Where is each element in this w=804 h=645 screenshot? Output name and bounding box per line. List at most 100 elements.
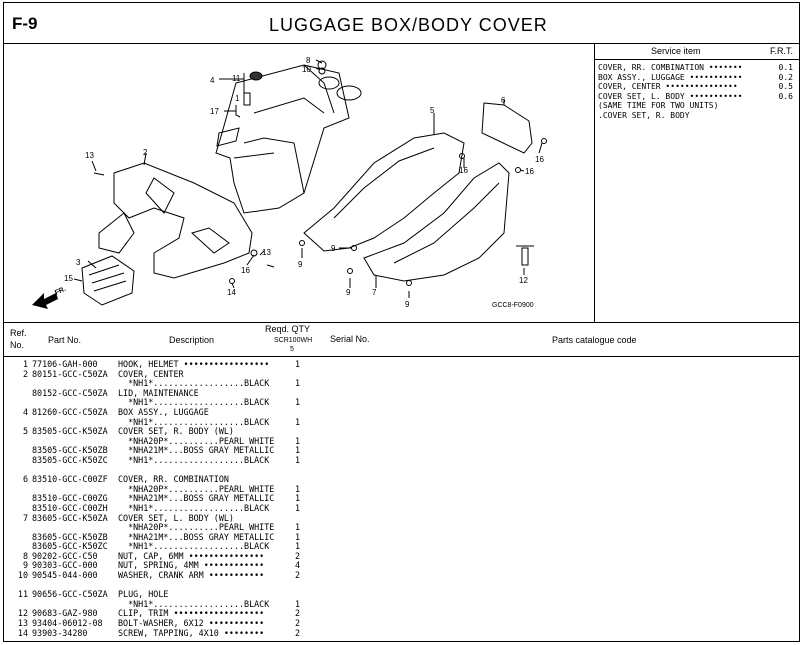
l-body-cover-part — [363, 162, 510, 282]
part-number: 80152-GCC-C50ZA — [32, 387, 108, 398]
part-description: *NH1*..................BLACK — [118, 454, 270, 465]
part-qty: 1 — [294, 416, 300, 427]
part-ref: 5 — [22, 426, 28, 437]
ref-heading: Ref. — [10, 328, 27, 338]
callout-9b: 9 — [331, 244, 336, 253]
trim-clip-part — [516, 245, 534, 266]
part-qty: 1 — [294, 522, 300, 533]
part-description: *NH1*..................BLACK — [118, 541, 270, 552]
service-header: Service item F.R.T. — [595, 43, 799, 60]
part-ref: 7 — [22, 512, 28, 523]
part-description: *NHA20P*..........PEARL WHITE — [118, 522, 275, 533]
part-number: 80151-GCC-C50ZA — [32, 368, 108, 379]
parts-sheet: F-9 LUGGAGE BOX/BODY COVER — [3, 2, 800, 642]
maintenance-lid-part — [81, 255, 135, 306]
callout-2: 2 — [143, 148, 148, 157]
service-row: BOX ASSY., LUGGAGE ••••••••••• 0.2 — [598, 73, 796, 83]
part-qty: 2 — [294, 627, 300, 638]
part-qty: 2 — [294, 570, 300, 581]
callout-9c: 9 — [346, 288, 351, 297]
part-description: *NH1*..................BLACK — [118, 378, 270, 389]
callout-14: 14 — [227, 288, 236, 297]
part-ref: 9 — [22, 560, 28, 571]
callout-1: 1 — [235, 94, 240, 103]
catalogue-heading: Parts catalogue code — [552, 335, 637, 345]
no-heading: No. — [10, 340, 25, 350]
callout-6: 6 — [501, 96, 506, 105]
part-number: 83505-GCC-K50ZB — [32, 445, 108, 456]
callout-16d: 16 — [459, 166, 468, 175]
service-row-text: COVER SET, L. BODY ••••••••••• — [598, 91, 743, 101]
service-item-box: Service item F.R.T. COVER, RR. COMBINATI… — [595, 43, 799, 323]
parts-table-header: Ref. No. Part No. Description Reqd. QTY … — [4, 322, 799, 357]
helmet-hook-part — [243, 92, 251, 106]
part-number: 83510-GCC-C00ZF — [32, 474, 108, 485]
callout-9d: 9 — [405, 300, 410, 309]
figure-id: F-9 — [12, 14, 38, 33]
part-description: BOX ASSY., LUGGAGE — [118, 406, 209, 417]
callout-15: 15 — [64, 274, 73, 283]
part-number: 93404-06012-08 — [32, 618, 103, 629]
service-row-frt: 0.1 — [778, 63, 793, 72]
front-arrow-label: FR. — [54, 286, 67, 297]
diagram-drawing: FR. 4 11 1 17 8 10 13 2 3 15 13 16 14 9 … — [32, 56, 547, 309]
part-description: COVER SET, L. BODY (WL) — [118, 512, 234, 523]
diagram-code: GCC8-F0900 — [492, 302, 534, 309]
r-body-cover-part — [303, 132, 465, 252]
part-qty: 1 — [294, 359, 300, 369]
model-sub-heading: 5 — [290, 346, 294, 353]
center-cover-part — [113, 162, 253, 279]
part-description: NUT, SPRING, 4MM •••••••••••• — [118, 560, 265, 571]
part-description: *NHA21M*...BOSS GRAY METALLIC — [118, 531, 275, 542]
part-qty: 1 — [294, 378, 300, 389]
part-ref: 2 — [22, 368, 28, 379]
part-number: 77106-GAH-000 — [32, 359, 98, 369]
part-qty: 1 — [294, 397, 300, 408]
part-number: 90202-GCC-C50 — [32, 550, 98, 561]
part-ref: 11 — [17, 589, 28, 600]
callout-12: 12 — [519, 276, 528, 285]
callout-8: 8 — [306, 56, 311, 65]
reqd-qty-heading: Reqd. QTY — [265, 324, 311, 334]
part-number: 93903-34280 — [32, 627, 88, 638]
part-qty: 1 — [294, 454, 300, 465]
service-row-text: COVER, RR. COMBINATION ••••••• — [598, 63, 743, 72]
service-row-text: .COVER SET, R. BODY — [598, 110, 690, 120]
callout-7: 7 — [372, 288, 377, 297]
part-ref: 8 — [22, 550, 28, 561]
part-qty: 1 — [294, 445, 300, 456]
part-number: 81260-GCC-C50ZA — [32, 406, 108, 417]
part-ref: 6 — [22, 474, 28, 485]
callout-10: 10 — [302, 65, 311, 74]
plug-hole-part — [249, 71, 263, 81]
callout-13a: 13 — [85, 151, 94, 160]
part-qty: 2 — [294, 618, 300, 629]
service-row: COVER SET, L. BODY •••••••••••0.6 — [598, 92, 796, 102]
part-description: COVER, RR. COMBINATION — [118, 474, 229, 485]
service-row-text: COVER, CENTER ••••••••••••••• — [598, 82, 738, 91]
part-number: 90303-GCC-000 — [32, 560, 98, 571]
part-qty: 1 — [294, 483, 300, 494]
part-number: 90656-GCC-C50ZA — [32, 589, 108, 600]
part-number: 83505-GCC-K50ZC — [32, 454, 108, 465]
part-number: 90683-GAZ-980 — [32, 608, 98, 619]
part-description: WASHER, CRANK ARM ••••••••••• — [118, 570, 265, 581]
part-ref: 13 — [17, 618, 28, 629]
part-qty: 1 — [294, 541, 300, 552]
part-description: *NH1*..................BLACK — [118, 598, 270, 609]
callout-11: 11 — [232, 74, 241, 83]
part-qty: 1 — [294, 502, 300, 513]
part-number: 90545-044-000 — [32, 570, 98, 581]
service-row-text: BOX ASSY., LUGGAGE ••••••••••• — [598, 72, 743, 82]
part-description: CLIP, TRIM •••••••••••••••••• — [118, 608, 265, 619]
callout-3: 3 — [76, 258, 81, 267]
sheet-header: F-9 LUGGAGE BOX/BODY COVER — [4, 3, 799, 44]
part-ref: 14 — [17, 627, 28, 638]
part-number: 83605-GCC-K50ZC — [32, 541, 108, 552]
part-description: *NH1*..................BLACK — [118, 397, 270, 408]
service-row-frt: 0.2 — [778, 72, 793, 82]
service-row: COVER, RR. COMBINATION ••••••• 0.1 — [598, 63, 796, 73]
service-row-text: (SAME TIME FOR TWO UNITS) — [598, 101, 719, 110]
callout-16c: 16 — [525, 167, 534, 176]
model-heading: SCR100WH — [274, 337, 313, 344]
